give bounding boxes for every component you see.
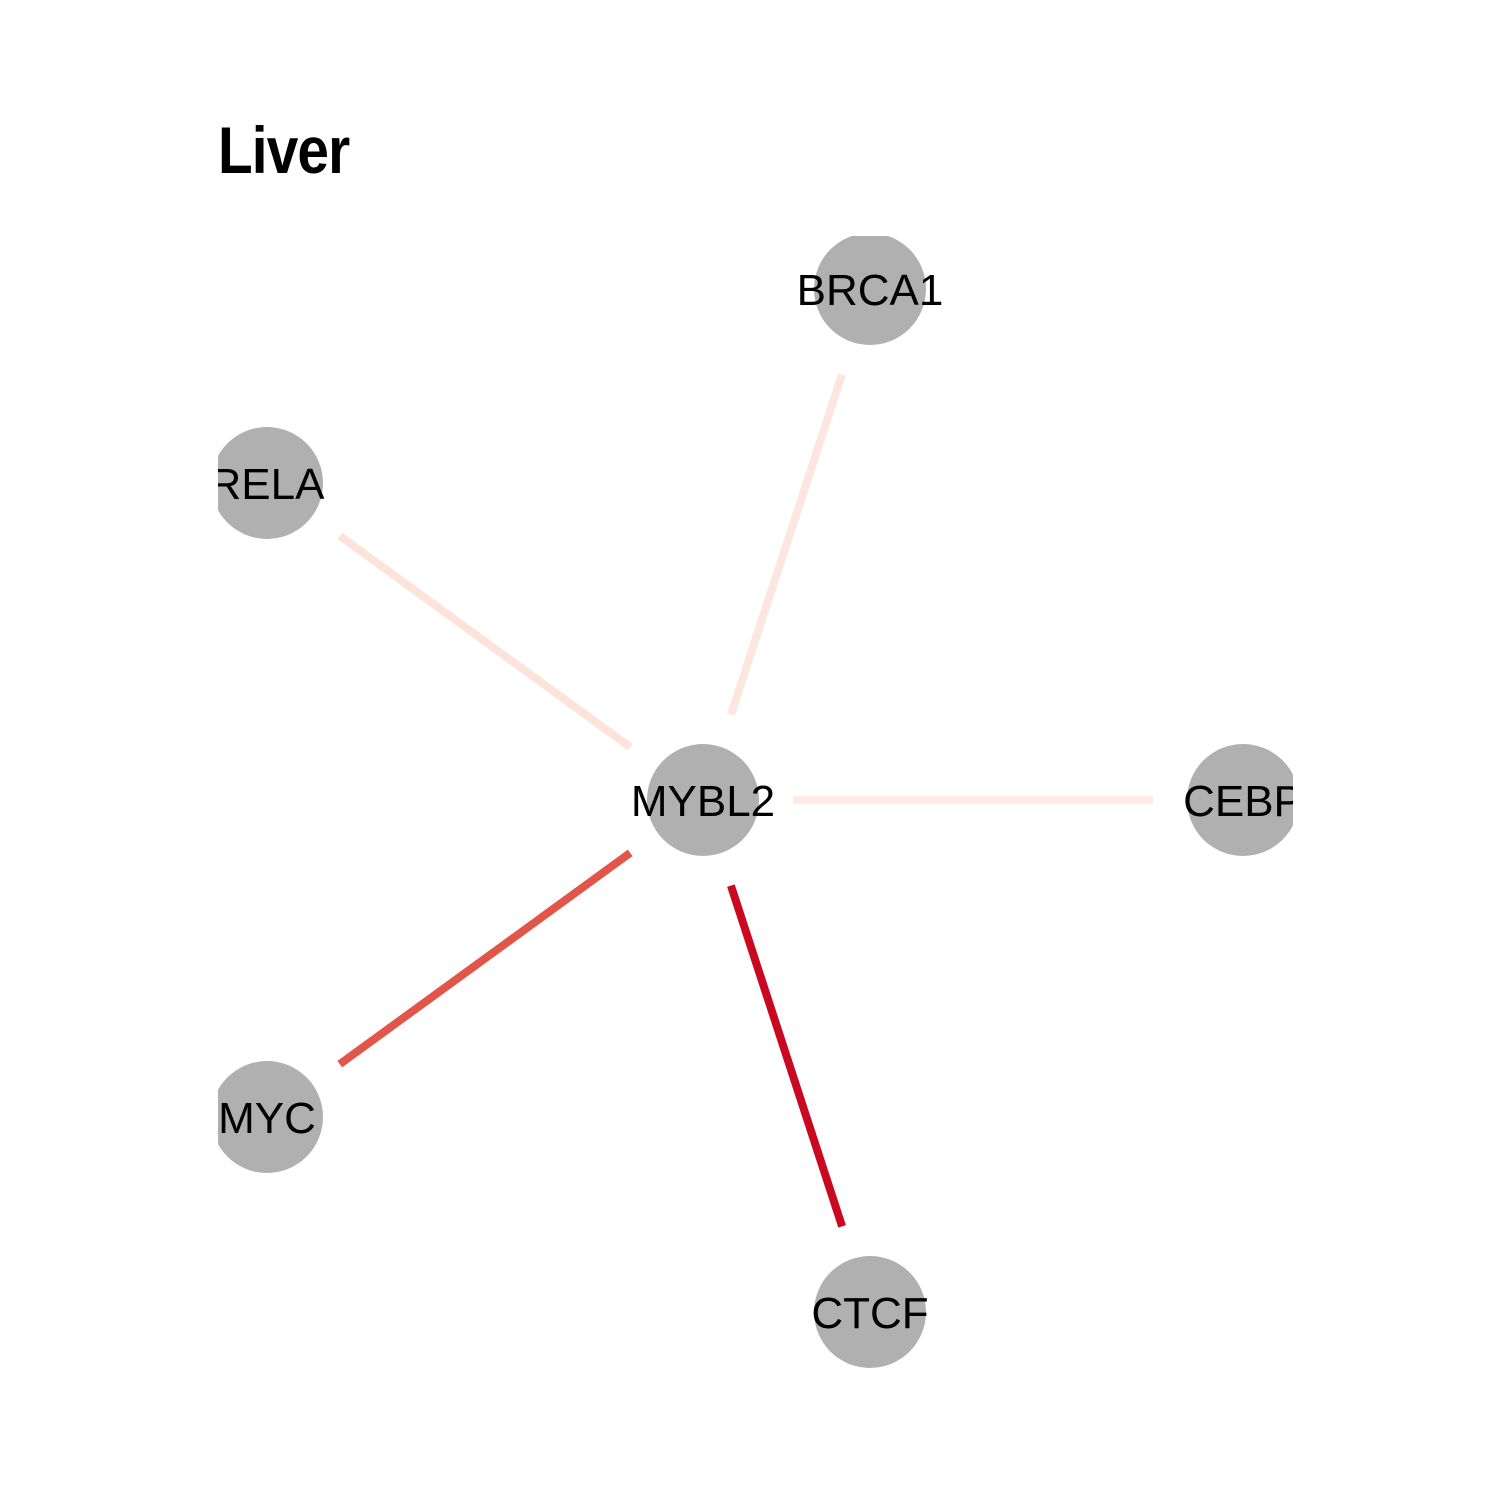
edge-mybl2-myc	[337, 849, 633, 1068]
node-circle	[1187, 744, 1293, 856]
node-rela: RELA	[210, 427, 326, 539]
edge-mybl2-rela	[337, 532, 633, 751]
edge-mybl2-ctcf	[727, 884, 846, 1228]
node-cebp: CEBP	[1183, 744, 1303, 856]
node-label: CEBP	[1183, 777, 1303, 826]
node-brca1: BRCA1	[797, 236, 944, 345]
node-label: MYBL2	[631, 777, 775, 826]
node-label: RELA	[210, 460, 326, 509]
edges-layer	[337, 373, 1153, 1228]
node-circle	[814, 1256, 926, 1368]
edge-mybl2-brca1	[727, 373, 846, 716]
node-circle	[218, 427, 323, 539]
node-label: MYC	[218, 1094, 316, 1143]
node-ctcf: CTCF	[811, 1256, 929, 1368]
node-mybl2: MYBL2	[631, 744, 775, 856]
node-circle	[814, 236, 926, 345]
node-myc: MYC	[218, 1061, 323, 1173]
diagram-title: Liver	[218, 113, 350, 187]
node-label: CTCF	[811, 1289, 928, 1338]
node-circle	[218, 1061, 323, 1173]
node-label: BRCA1	[797, 266, 944, 315]
node-circle	[647, 744, 759, 856]
